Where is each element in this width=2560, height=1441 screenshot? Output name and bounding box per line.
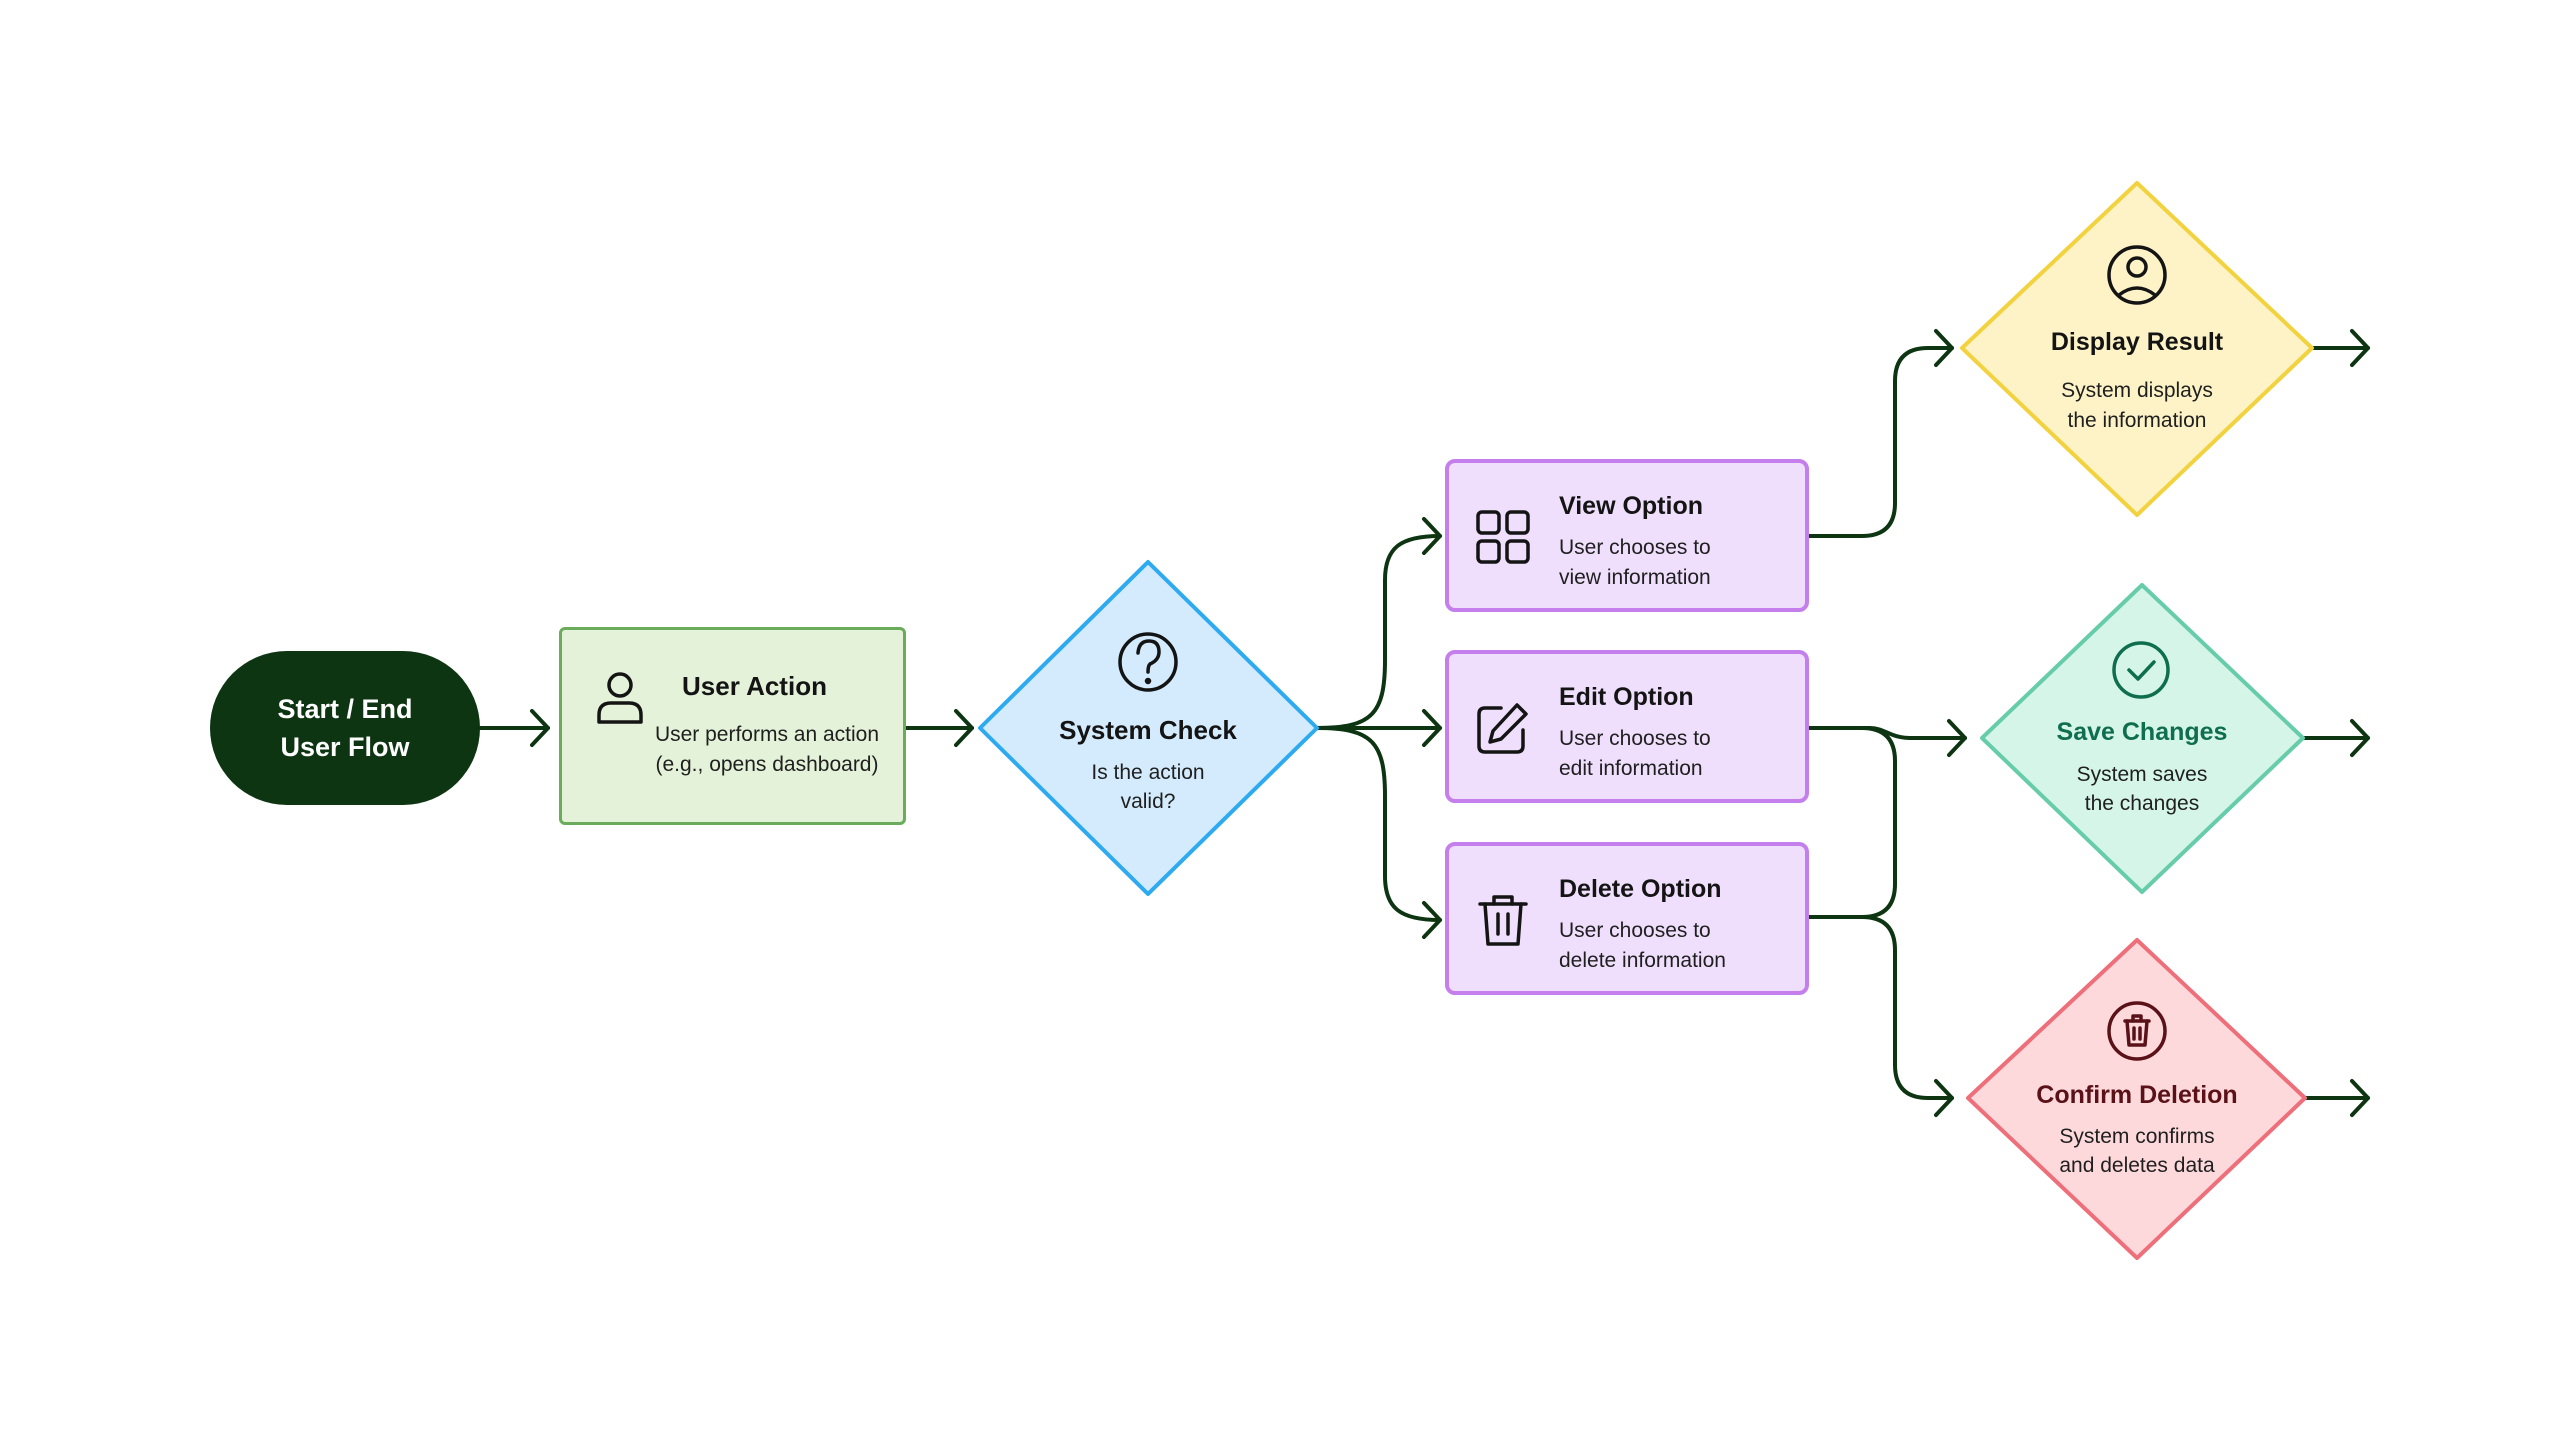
confirm-deletion-node: Confirm Deletion System confirms and del… bbox=[1966, 938, 2307, 1260]
view-option-desc-line1: User chooses to bbox=[1559, 536, 1711, 559]
arrowhead-delete-option bbox=[1422, 901, 1442, 939]
connector-edit-to-delete-branch bbox=[1807, 726, 1897, 919]
display-result-node: Display Result System displays the infor… bbox=[1960, 181, 2314, 517]
save-changes-desc-line1: System saves bbox=[2077, 763, 2208, 786]
delete-option-node: Delete Option User chooses to delete inf… bbox=[1445, 842, 1809, 995]
arrowhead-save-changes bbox=[1947, 719, 1967, 757]
arrowhead-confirm-out bbox=[2350, 1079, 2370, 1117]
edit-option-desc: User chooses to edit information bbox=[1559, 724, 1711, 784]
question-icon bbox=[1118, 632, 1178, 692]
delete-option-title: Delete Option bbox=[1559, 875, 1722, 903]
system-check-node: System Check Is the action valid? bbox=[978, 560, 1319, 896]
delete-option-desc-line2: delete information bbox=[1559, 949, 1726, 972]
edit-icon bbox=[1477, 703, 1528, 754]
system-check-desc-line2: valid? bbox=[1121, 790, 1176, 813]
view-option-desc-line2: view information bbox=[1559, 566, 1711, 589]
start-end-line1: Start / End bbox=[277, 694, 413, 724]
arrowhead-edit-option bbox=[1422, 709, 1442, 747]
save-changes-node: Save Changes System saves the changes bbox=[1980, 583, 2305, 894]
user-action-desc-line1: User performs an action bbox=[654, 723, 880, 746]
user-icon bbox=[597, 672, 643, 724]
grid-icon bbox=[1476, 510, 1530, 564]
display-result-desc-line1: System displays bbox=[2061, 379, 2213, 402]
view-option-desc: User chooses to view information bbox=[1559, 533, 1711, 593]
confirm-deletion-desc-line2: and deletes data bbox=[2059, 1154, 2215, 1177]
edit-option-desc-line2: edit information bbox=[1559, 757, 1703, 780]
system-check-title: System Check bbox=[1059, 715, 1237, 745]
save-changes-desc-line2: the changes bbox=[2085, 792, 2199, 815]
arrowhead-display-out bbox=[2350, 329, 2370, 367]
connector-delete-to-confirm bbox=[1807, 915, 1954, 1100]
connector-check-to-delete bbox=[1315, 726, 1442, 922]
display-result-desc-line2: the information bbox=[2068, 409, 2207, 432]
user-action-title: User Action bbox=[682, 671, 827, 701]
user-action-desc-line2: (e.g., opens dashboard) bbox=[655, 753, 879, 776]
arrowhead-user-action bbox=[530, 709, 550, 747]
start-end-line2: User Flow bbox=[280, 732, 410, 762]
edit-option-node: Edit Option User chooses to edit informa… bbox=[1445, 650, 1809, 803]
system-check-desc-line1: Is the action bbox=[1091, 761, 1204, 784]
user-action-node: User Action User performs an action (e.g… bbox=[559, 627, 906, 825]
save-changes-title: Save Changes bbox=[2057, 718, 2228, 746]
delete-option-desc-line1: User chooses to bbox=[1559, 919, 1711, 942]
confirm-deletion-desc-line1: System confirms bbox=[2059, 1125, 2214, 1148]
edit-option-title: Edit Option bbox=[1559, 683, 1694, 711]
view-option-node: View Option User chooses to view informa… bbox=[1445, 459, 1809, 612]
edit-option-desc-line1: User chooses to bbox=[1559, 727, 1711, 750]
connector-check-to-view bbox=[1315, 534, 1442, 730]
arrowhead-confirm-deletion bbox=[1934, 1079, 1954, 1117]
user-action-desc: User performs an action (e.g., opens das… bbox=[652, 720, 882, 780]
arrowhead-view-option bbox=[1422, 517, 1442, 555]
arrowhead-save-out bbox=[2350, 719, 2370, 757]
trash-icon bbox=[1478, 895, 1528, 946]
start-end-node: Start / End User Flow bbox=[210, 651, 480, 805]
check-circle-icon bbox=[2112, 641, 2170, 699]
arrowhead-display-result bbox=[1934, 329, 1954, 367]
view-option-title: View Option bbox=[1559, 492, 1703, 520]
connector-view-to-display bbox=[1807, 346, 1954, 538]
user-circle-icon bbox=[2107, 245, 2167, 305]
trash-circle-icon bbox=[2107, 1001, 2167, 1061]
display-result-title: Display Result bbox=[2051, 328, 2224, 356]
arrowhead-system-check bbox=[954, 709, 974, 747]
delete-option-desc: User chooses to delete information bbox=[1559, 916, 1726, 976]
confirm-deletion-title: Confirm Deletion bbox=[2036, 1081, 2237, 1109]
